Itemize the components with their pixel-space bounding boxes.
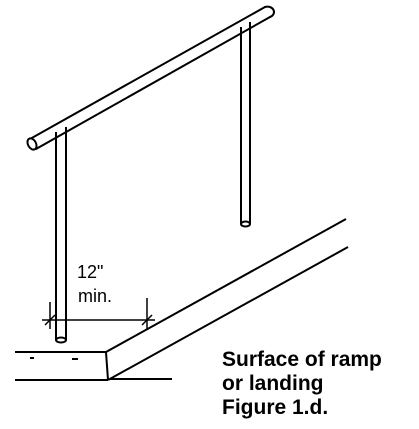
caption-surface-label-continued: or landing <box>222 372 324 395</box>
caption-surface-label: Surface of ramp <box>222 348 382 371</box>
left-post <box>55 127 67 344</box>
dimension-line <box>42 298 155 329</box>
ramp-surface <box>15 218 349 381</box>
handrail <box>26 5 275 151</box>
dimension-value: 12" <box>77 262 103 282</box>
right-post <box>240 22 251 228</box>
figure-number: Figure 1.d. <box>222 396 328 419</box>
dimension-qualifier: min. <box>78 286 112 306</box>
